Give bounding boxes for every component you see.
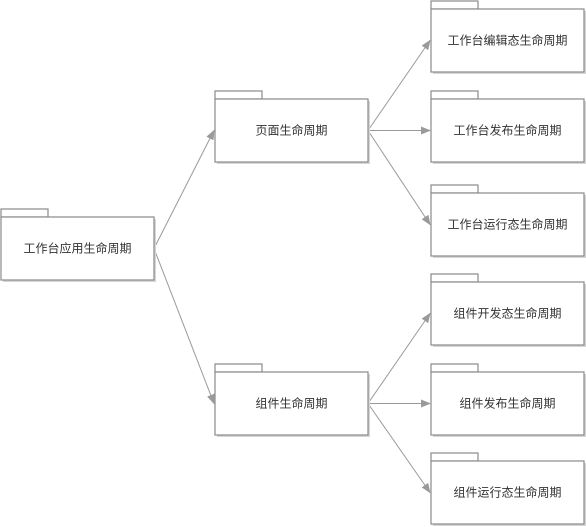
node-label: 组件生命周期 [255,396,327,411]
node-folder-tab [0,208,49,218]
node-box [430,281,585,346]
node-box [430,371,585,436]
node-label: 组件发布生命周期 [459,396,555,411]
node-page: 页面生命周期 [214,90,370,164]
node-folder-tab [430,363,479,373]
edge-app-to-page [153,129,215,249]
node-box [430,460,585,525]
node-box [214,98,369,163]
node-box [430,98,585,163]
node-folder-tab [430,452,479,462]
node-folder-tab [430,90,479,100]
node-comp-dev: 组件开发态生命周期 [430,273,586,347]
node-box [430,192,585,257]
edge-component-to-comp-dev [367,312,431,404]
node-label: 工作台编辑态生命周期 [447,33,567,48]
node-comp-run: 组件运行态生命周期 [430,452,586,526]
node-app: 工作台应用生命周期 [0,208,156,282]
node-box [0,216,155,281]
edge-component-to-comp-run [367,403,431,494]
node-component: 组件生命周期 [214,363,370,437]
node-box [430,8,585,73]
node-folder-tab [214,363,263,373]
node-comp-publish: 组件发布生命周期 [430,363,586,437]
node-label: 组件开发态生命周期 [453,306,561,321]
edge-page-to-page-run [367,130,431,226]
node-page-run: 工作台运行态生命周期 [430,184,586,258]
edge-app-to-component [153,248,215,405]
node-label: 工作台应用生命周期 [23,241,131,256]
node-label: 工作台运行态生命周期 [447,217,567,232]
node-box [214,371,369,436]
node-label: 工作台发布生命周期 [453,123,561,138]
edges-layer [153,39,431,494]
edge-page-to-page-edit [367,39,431,131]
node-page-edit: 工作台编辑态生命周期 [430,0,586,74]
node-folder-tab [430,273,479,283]
node-label: 组件运行态生命周期 [453,485,561,500]
node-folder-tab [430,184,479,194]
node-page-publish: 工作台发布生命周期 [430,90,586,164]
node-folder-tab [214,90,263,100]
node-folder-tab [430,0,479,10]
node-label: 页面生命周期 [255,123,327,138]
